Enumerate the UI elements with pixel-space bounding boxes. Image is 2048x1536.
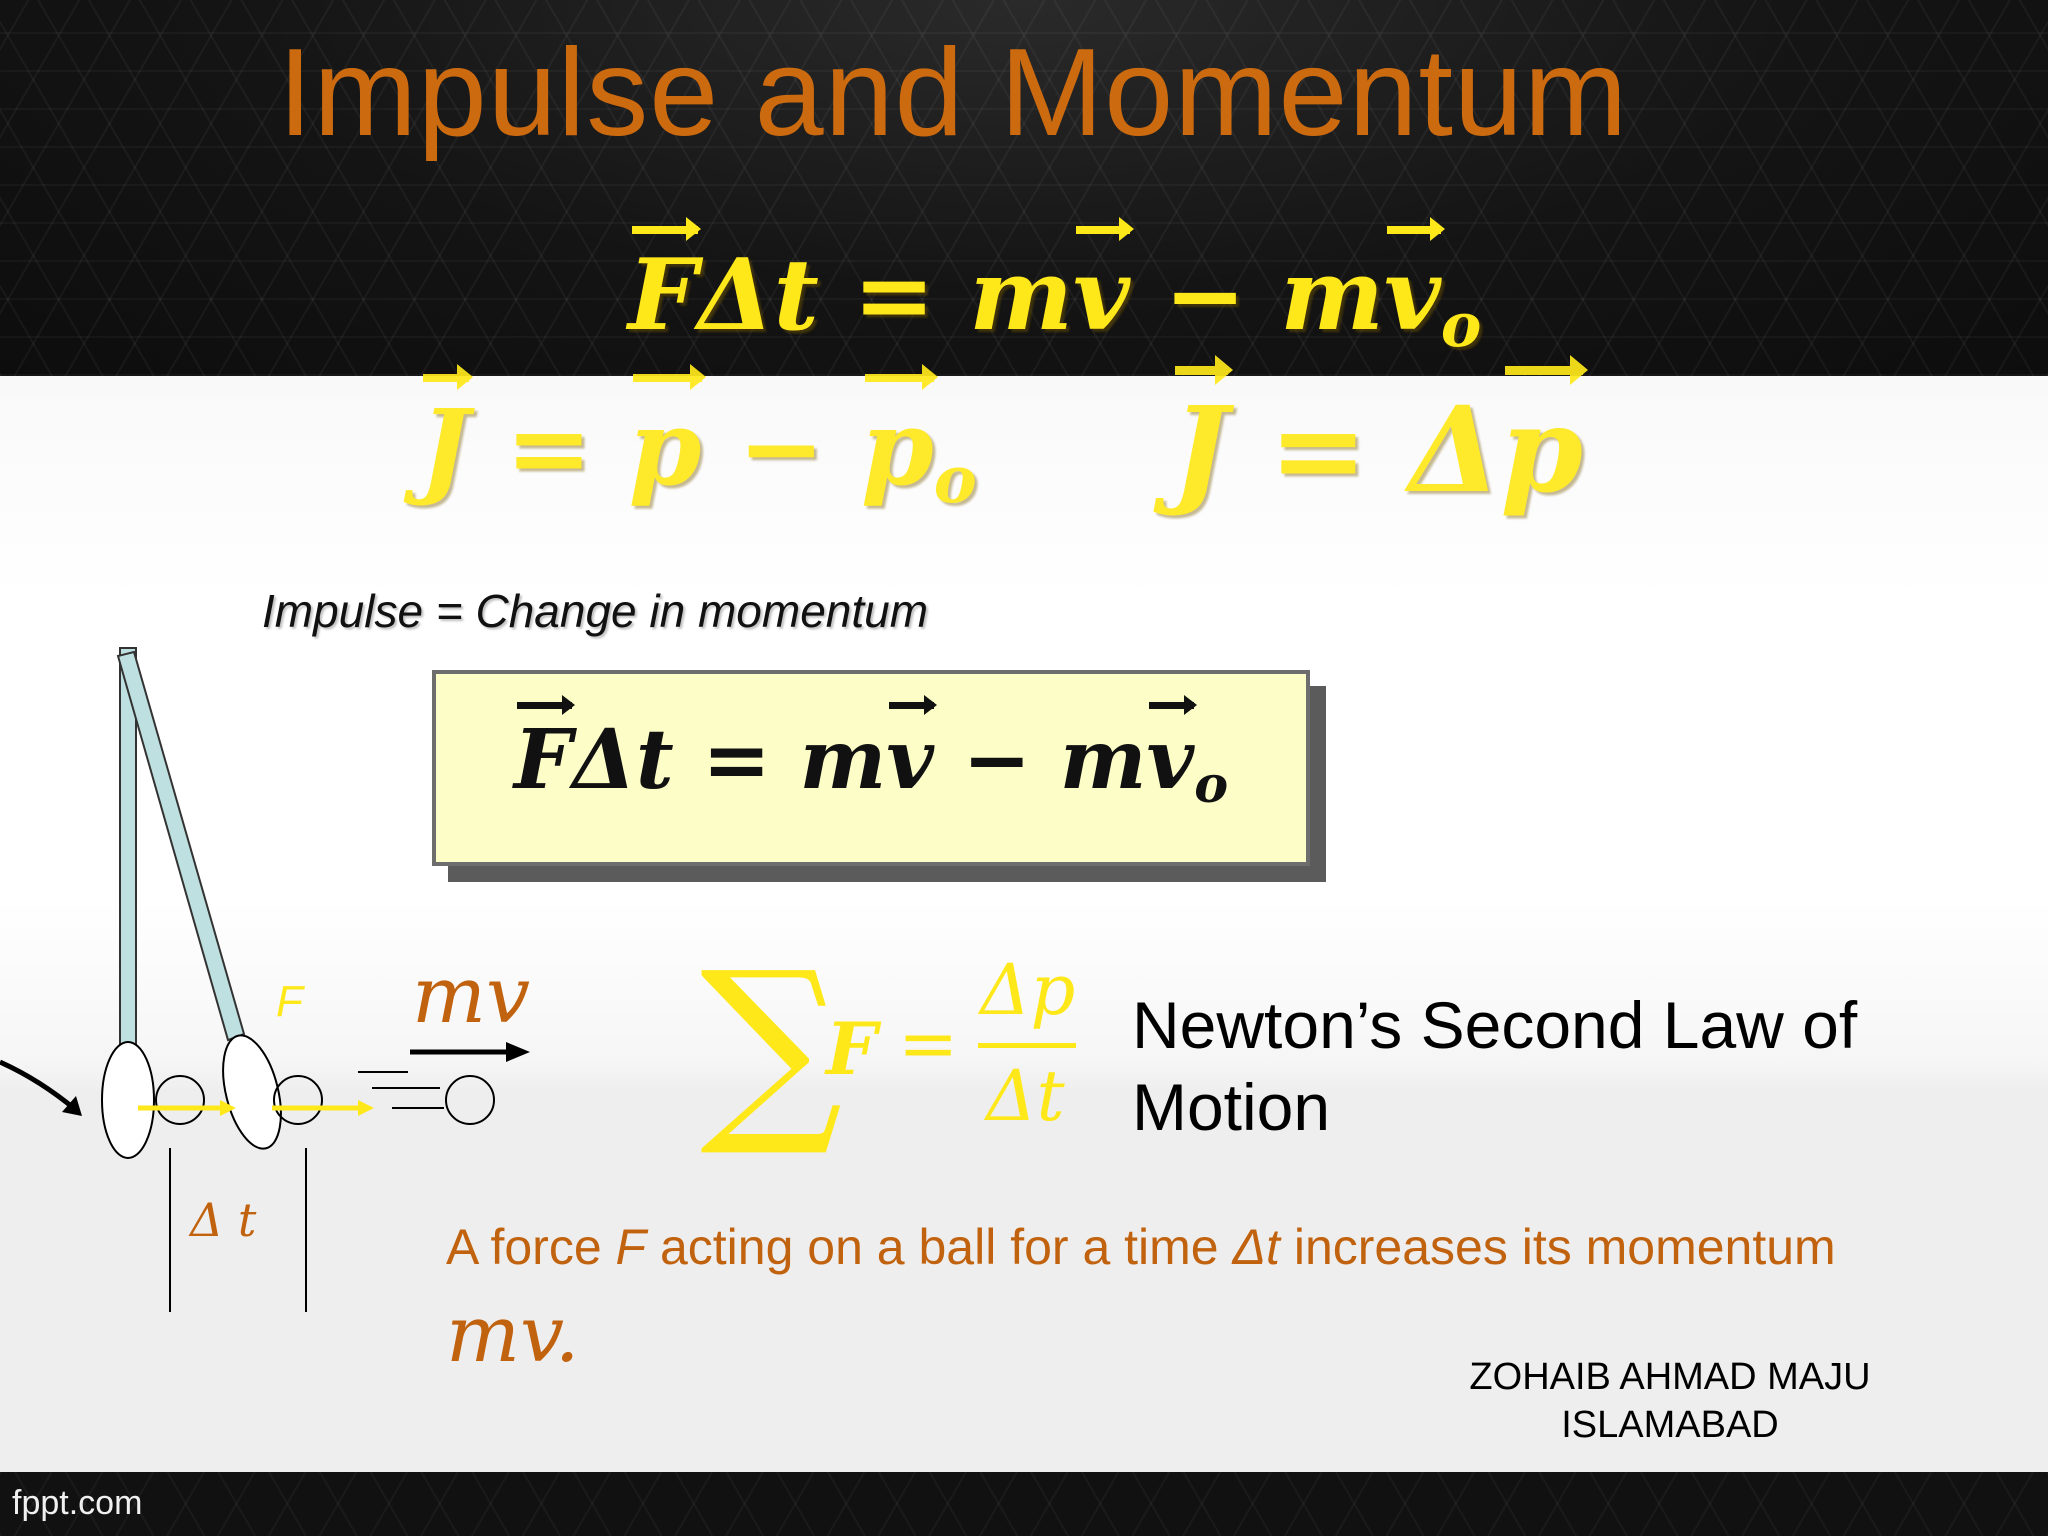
force-description: A force F acting on a ball for a time Δt…: [446, 1219, 1836, 1275]
slide-title: Impulse and Momentum: [278, 24, 1629, 162]
ball-1: [155, 1075, 205, 1125]
delta-t-denominator: Δt: [983, 1055, 1066, 1137]
delta-p-numerator: Δp: [977, 949, 1075, 1031]
author-city: ISLAMABAD: [1561, 1404, 1779, 1446]
force-arrow-2-head: [358, 1100, 374, 1116]
newton-law-label: Newton’s Second Law of Motion: [1132, 984, 1952, 1148]
force-vector: F: [628, 217, 702, 353]
header-band: [0, 0, 2048, 376]
newton-line-1: Newton’s Second Law of: [1132, 988, 1858, 1062]
swing-arrow-curve: [0, 1059, 78, 1112]
footer-brand: fppt.com: [12, 1484, 143, 1522]
velocity-vector: v: [1073, 217, 1134, 353]
momentum-term: mv.: [446, 1290, 580, 1380]
hammer-head-2: [222, 1034, 282, 1150]
force-arrow-1-head: [220, 1100, 236, 1116]
sum-force-symbol: F: [824, 1006, 882, 1091]
newton-line-2: Motion: [1132, 1070, 1331, 1144]
author-name: ZOHAIB AHMAD MAJU: [1469, 1356, 1871, 1398]
force-label: F: [276, 977, 305, 1026]
tilted-rod: [116, 650, 246, 1042]
ball-3: [445, 1075, 495, 1125]
fraction-bar: [978, 1043, 1076, 1048]
sigma-symbol: ∑: [700, 929, 843, 1162]
hammer-head-1: [101, 1041, 155, 1159]
impulse-caption: Impulse = Change in momentum: [262, 585, 929, 637]
ball-2: [273, 1075, 323, 1125]
delta-t-label: Δ t: [188, 1193, 257, 1247]
impulse-equation-delta: J = Δp: [1172, 354, 1588, 519]
initial-velocity-vector: v: [1384, 217, 1445, 353]
sum-equals: =: [898, 1001, 958, 1085]
footer-band: [0, 1472, 2048, 1536]
mv-label: mv: [412, 951, 530, 1041]
momentum-arrow-head: [506, 1042, 530, 1062]
swing-arrow-head: [62, 1096, 82, 1116]
